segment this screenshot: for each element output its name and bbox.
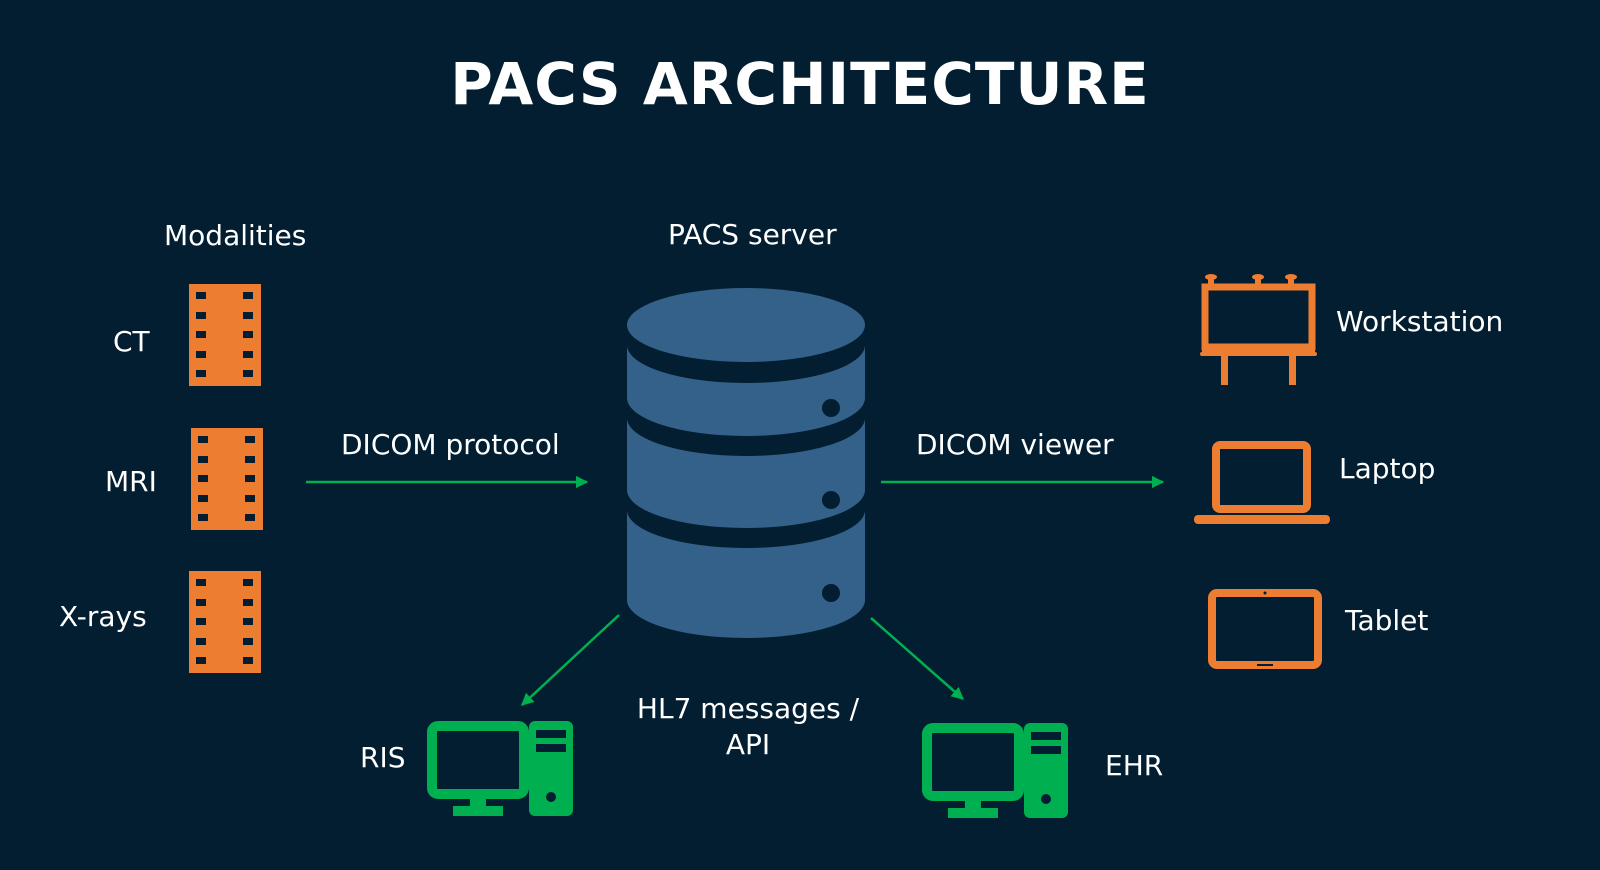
laptop-icon (1194, 441, 1330, 524)
server-heading: PACS server (668, 218, 837, 251)
film-strip-icon-mri (191, 428, 263, 530)
arrow-to-ehr (870, 617, 964, 700)
film-strip-icon-ct (189, 284, 261, 386)
connection-label-hl7-line1: HL7 messages / (636, 692, 860, 725)
viewer-label-tablet: Tablet (1345, 604, 1429, 637)
desktop-computer-icon-ehr (927, 723, 1068, 818)
modalities-heading: Modalities (164, 219, 307, 252)
modality-label-mri: MRI (105, 465, 157, 498)
database-icon (627, 288, 865, 638)
connection-label-dicom-viewer: DICOM viewer (916, 428, 1114, 461)
film-strip-icon-xrays (189, 571, 261, 673)
system-label-ehr: EHR (1105, 749, 1164, 782)
desktop-computer-icon-ris (432, 721, 573, 816)
billboard-icon (1200, 274, 1317, 385)
connection-label-dicom-protocol: DICOM protocol (341, 428, 560, 461)
page-title: PACS ARCHITECTURE (450, 50, 1150, 118)
arrow-to-ris (521, 614, 620, 706)
modality-label-xrays: X-rays (59, 600, 147, 633)
viewer-label-workstation: Workstation (1336, 305, 1504, 338)
modality-label-ct: CT (113, 325, 150, 358)
tablet-icon (1208, 589, 1322, 669)
viewer-label-laptop: Laptop (1339, 452, 1436, 485)
connection-label-hl7-line2: API (725, 728, 771, 761)
system-label-ris: RIS (360, 741, 406, 774)
